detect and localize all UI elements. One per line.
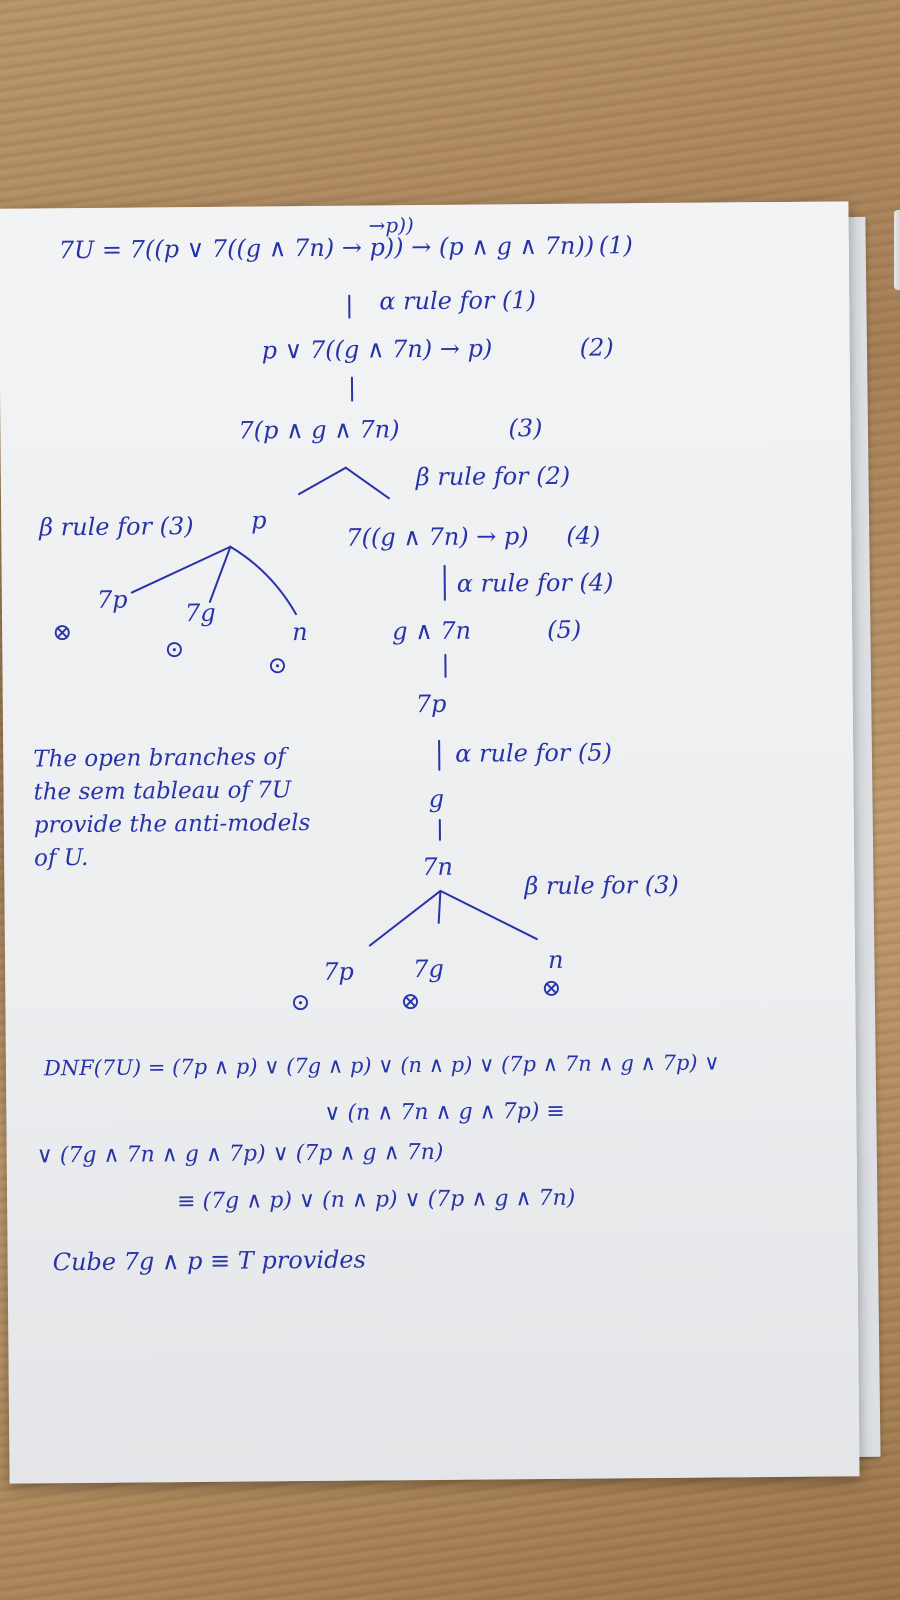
tableau-node-g: g (428, 784, 445, 814)
formula-line-1: 7U = 7((p ∨ 7((g ∧ 7n) → p)) → (p ∧ g ∧ … (58, 231, 595, 265)
formula-number-2: (2) (579, 333, 614, 362)
rule-label-alpha-4: α rule for (4) (456, 568, 614, 598)
closed-branch-mark: ⊗ (400, 987, 421, 1016)
open-branch-mark: ⊙ (290, 988, 311, 1017)
formula-line-5: g ∧ 7n (392, 616, 472, 646)
dnf-line-3: ∨ (7g ∧ 7n ∧ g ∧ 7p) ∨ (7p ∧ g ∧ 7n) (36, 1139, 444, 1169)
formula-number-5: (5) (547, 615, 582, 644)
left-leaf-not-p: 7p (96, 585, 128, 614)
closed-branch-mark: ⊗ (52, 618, 73, 647)
rule-label-beta-3-left: β rule for (3) (39, 512, 194, 542)
left-leaf-not-g: 7g (184, 598, 216, 628)
paper-sheet: 7U = 7((p ∨ 7((g ∧ 7n) → p)) → (p ∧ g ∧ … (0, 201, 860, 1484)
tableau-branch-lines (130, 294, 538, 947)
right-leaf-not-g: 7g (412, 954, 444, 984)
rule-label-alpha-1: α rule for (1) (379, 286, 537, 316)
side-note: The open branches of the sem tableau of … (33, 744, 311, 872)
right-leaf-n: n (547, 945, 564, 974)
branch-node-p: p (251, 506, 267, 535)
formula-number-1: (1) (598, 231, 633, 260)
cube-conclusion: Cube 7g ∧ p ≡ T provides (52, 1245, 367, 1277)
dnf-line-2: ∨ (n ∧ 7n ∧ g ∧ 7p) ≡ (324, 1098, 565, 1126)
open-branch-mark: ⊙ (164, 635, 185, 664)
open-branch-mark: ⊙ (267, 651, 288, 680)
left-leaf-n: n (292, 618, 308, 647)
formula-line-3: 7(p ∧ g ∧ 7n) (238, 415, 400, 445)
tableau-node-not-n: 7n (422, 852, 454, 882)
formula-line-4: 7((g ∧ 7n) → p) (346, 522, 529, 552)
closed-branch-mark: ⊗ (541, 973, 562, 1003)
dnf-line-4: ≡ (7g ∧ p) ∨ (n ∧ p) ∨ (7p ∧ g ∧ 7n) (177, 1185, 576, 1215)
rule-label-beta-3-right: β rule for (3) (524, 870, 679, 901)
tableau-node-not-p: 7p (415, 689, 447, 719)
formula-insert: →p)) (368, 213, 414, 238)
right-leaf-not-p: 7p (323, 957, 354, 986)
formula-number-4: (4) (566, 521, 601, 550)
rule-label-beta-2: β rule for (2) (415, 461, 571, 492)
pen (894, 210, 900, 290)
rule-label-alpha-5: α rule for (5) (455, 738, 613, 768)
formula-number-3: (3) (508, 413, 543, 443)
formula-line-2: p ∨ 7((g ∧ 7n) → p) (261, 334, 493, 365)
